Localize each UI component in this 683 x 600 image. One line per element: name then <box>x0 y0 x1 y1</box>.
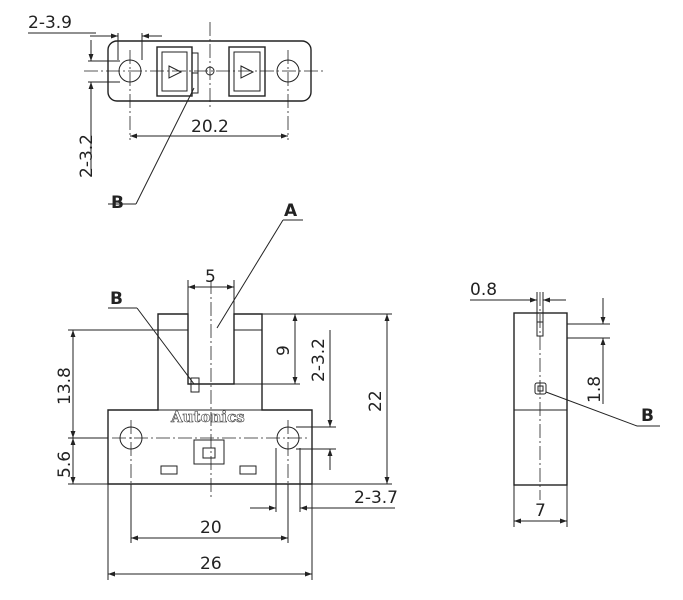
receiver-arrow-icon <box>240 65 255 79</box>
side-dim-depth: 7 <box>535 501 546 521</box>
side-callout-b: B <box>641 406 654 426</box>
side-view-indicator <box>534 382 547 395</box>
front-dim-slot-depth: 9 <box>274 345 294 356</box>
side-dim-indicator: 1.8 <box>585 376 605 403</box>
front-dim-slot: 5 <box>205 267 216 287</box>
side-dim-slit: 0.8 <box>470 280 497 300</box>
brand-logo: Autonics <box>170 408 245 426</box>
front-callout-a: A <box>284 201 298 221</box>
top-callout-b: B <box>111 193 124 213</box>
led-right <box>239 465 257 475</box>
side-view-body <box>513 312 568 486</box>
front-dim-height: 22 <box>366 390 386 412</box>
led-left <box>160 465 178 475</box>
side-view: 0.8 1.8 7 B <box>470 280 660 527</box>
top-dim-hole-pitch: 20.2 <box>191 117 229 137</box>
front-dim-arm-height: 13.8 <box>55 367 75 405</box>
front-dim-hole-height: 5.6 <box>55 451 75 478</box>
top-view: 2-3.9 2-3.2 20.2 B <box>28 13 325 213</box>
front-dim-hole-pitch: 20 <box>200 518 222 538</box>
top-view-emitter <box>156 46 193 97</box>
top-dim-hole-width: 2-3.2 <box>77 134 97 178</box>
front-callout-b: B <box>110 289 123 309</box>
emitter-arrow-icon <box>168 65 183 79</box>
front-dim-width: 26 <box>200 554 222 574</box>
front-view: Autonics 5 9 2-3.2 22 <box>55 201 398 580</box>
top-dim-hole-diameter: 2-3.9 <box>28 13 72 33</box>
front-dim-hole-diameter: 2-3.7 <box>354 488 398 508</box>
connector <box>193 439 225 465</box>
front-dim-hole-width: 2-3.2 <box>309 338 329 382</box>
top-view-receiver <box>228 46 266 97</box>
